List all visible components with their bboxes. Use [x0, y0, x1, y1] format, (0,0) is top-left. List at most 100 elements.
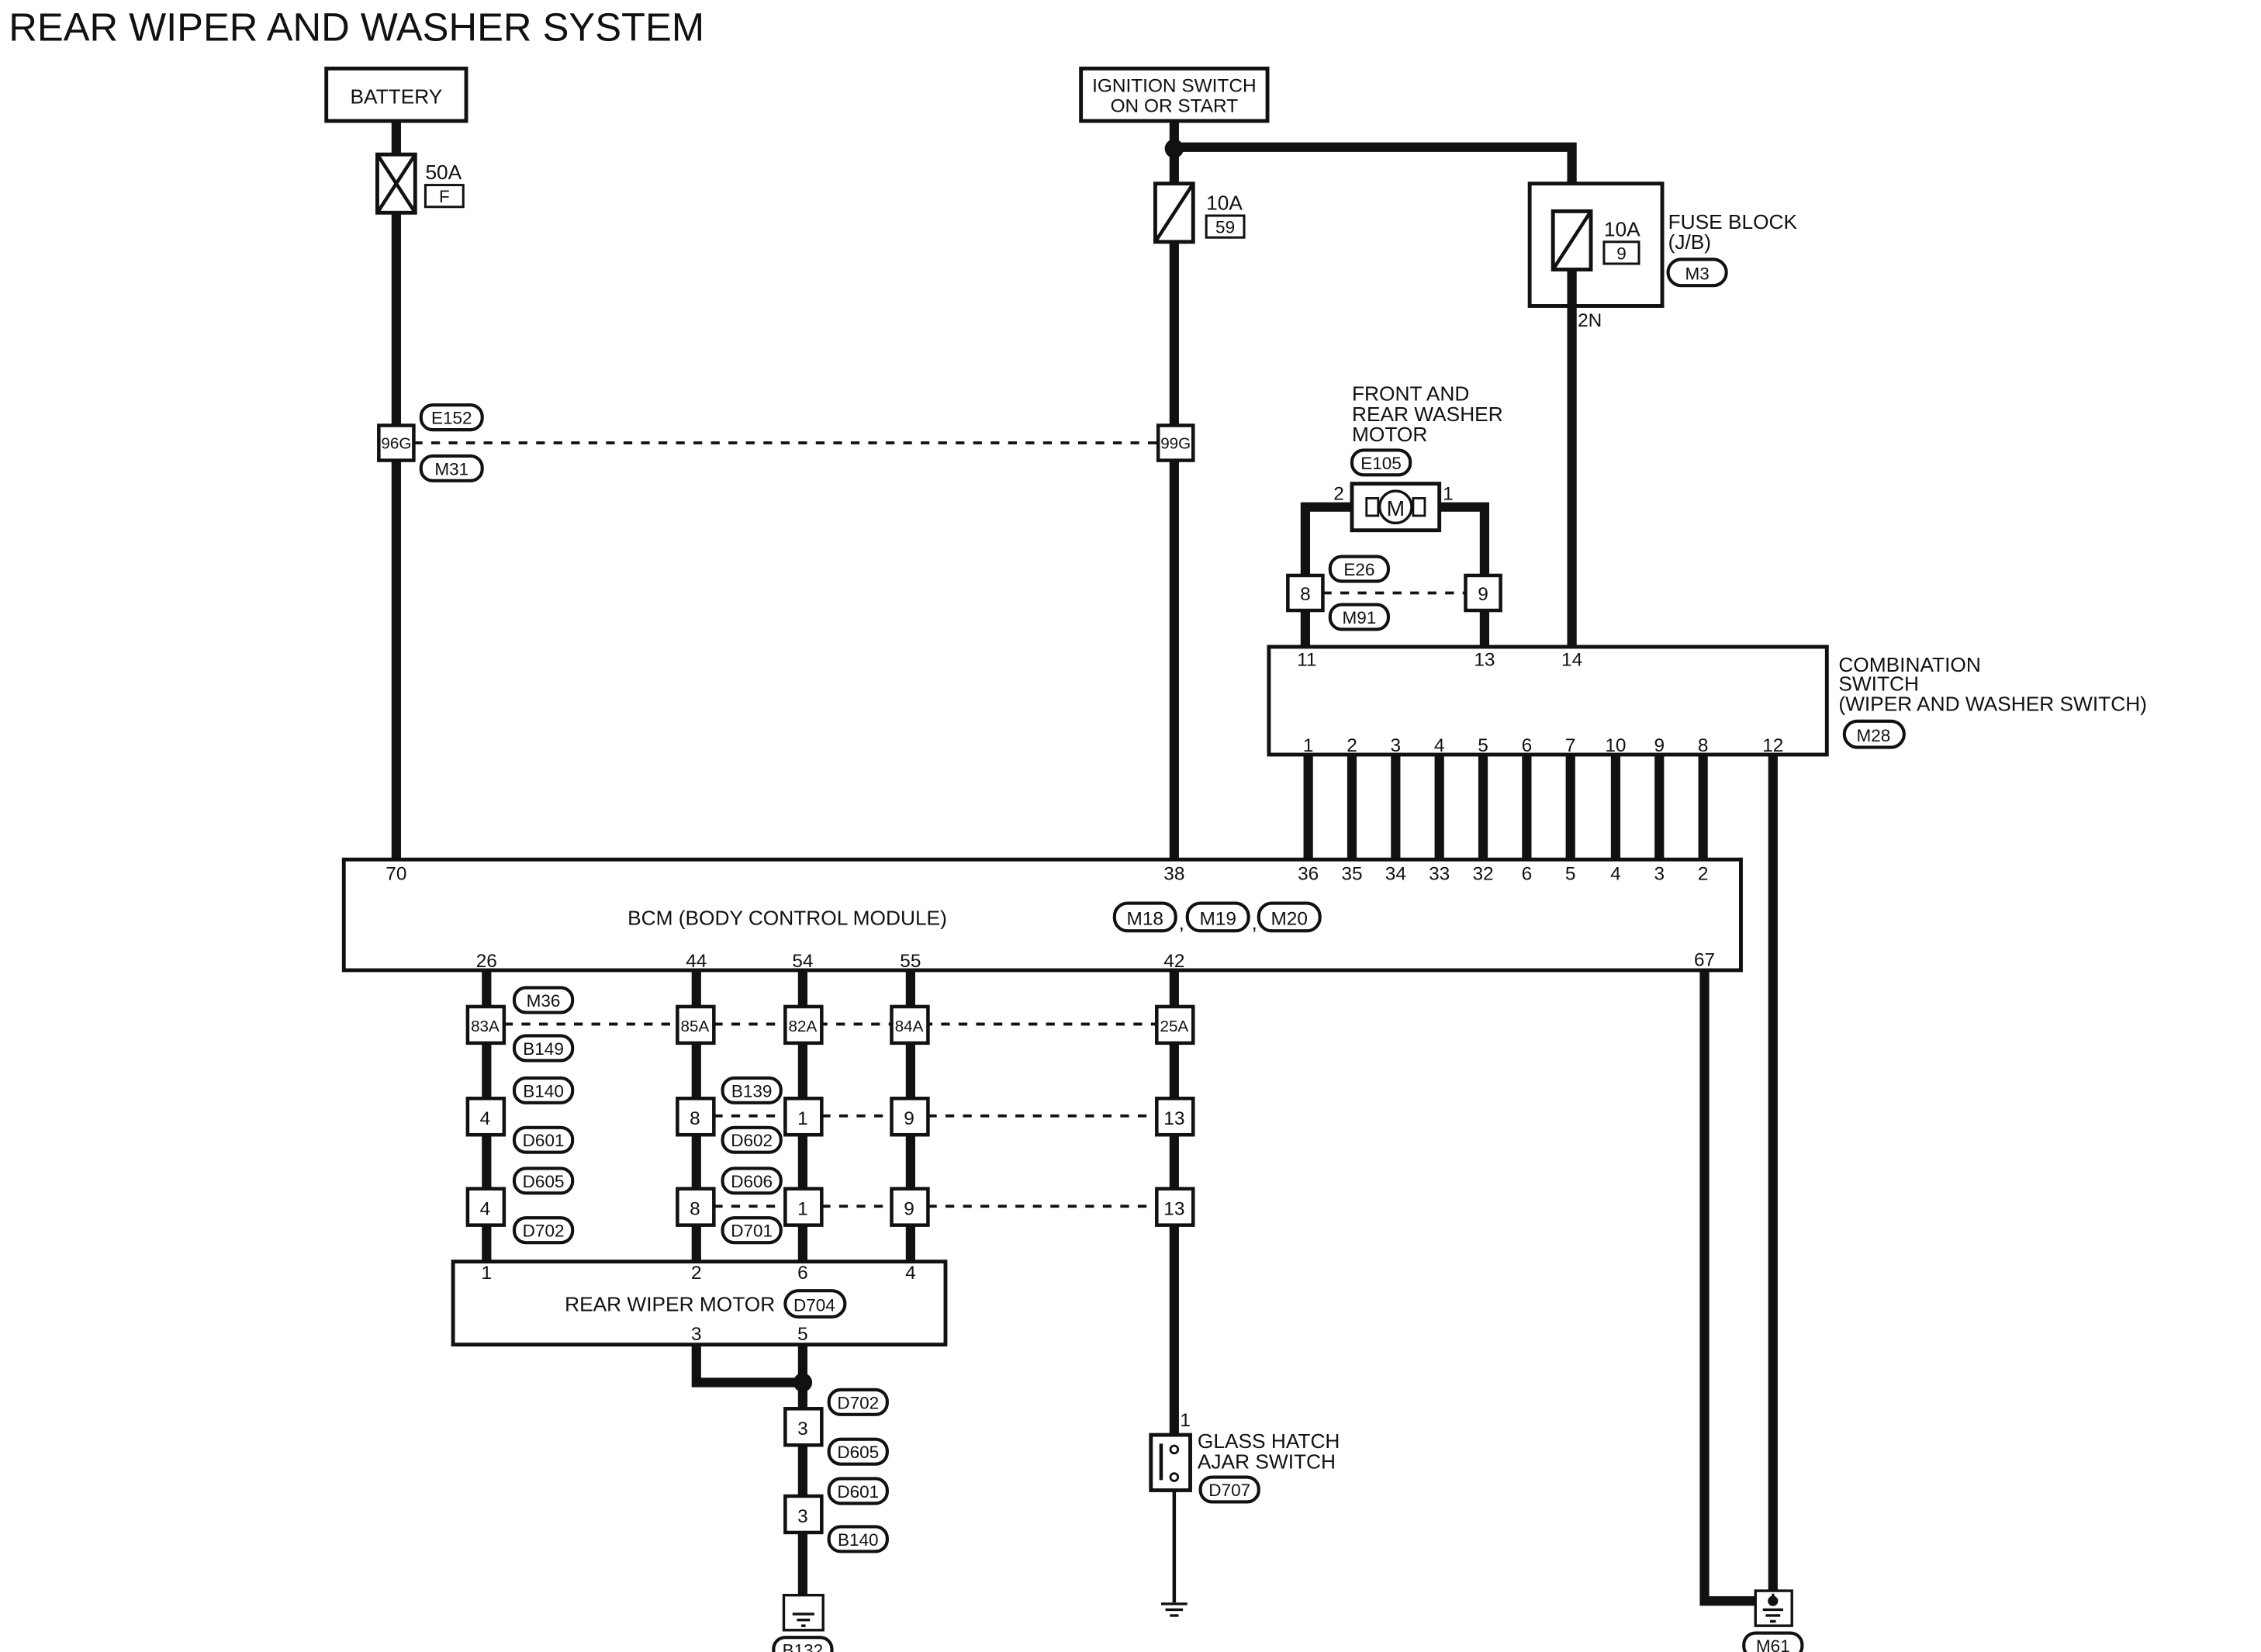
- ground-chain-pin-2: 3: [797, 1506, 808, 1527]
- row-b-pin: 1: [797, 1108, 808, 1129]
- bcm-drop-wires: [482, 969, 1179, 1436]
- switch-bottom-pin: 7: [1565, 735, 1576, 756]
- switch-top-pin-14: 14: [1561, 649, 1582, 670]
- bcm-bottom-pin: 67: [1694, 949, 1715, 970]
- ignition-switch: IGNITION SWITCH ON OR START: [1079, 66, 1270, 123]
- switch-bottom-pin: 2: [1347, 735, 1357, 756]
- ground-symbol: [1160, 1602, 1188, 1617]
- fuse-10a-9-rating: 10A: [1604, 217, 1640, 240]
- switch-bottom-pin: 1: [1303, 735, 1314, 756]
- washer-motor: FRONT AND REAR WASHER MOTOR E105 M 2 1: [1333, 382, 1503, 533]
- fuse-50a-id: F: [439, 187, 450, 206]
- connector-m31: M31: [434, 459, 468, 479]
- switch-bottom-pin: 12: [1762, 735, 1783, 756]
- battery: BATTERY: [324, 66, 468, 123]
- connector-m36: M36: [527, 991, 561, 1011]
- bcm-bottom-pin: 54: [792, 951, 813, 972]
- washer-motor-line1: FRONT AND: [1352, 382, 1469, 406]
- combination-switch-line3: (WIPER AND WASHER SWITCH): [1838, 693, 2147, 716]
- bcm-top-pin: 34: [1385, 863, 1406, 884]
- washer-wire-right: [1439, 502, 1490, 575]
- washer-motor-line2: REAR WASHER: [1352, 403, 1503, 426]
- bcm-bottom-pin: 55: [900, 951, 921, 972]
- connector-d702-ground: D702: [837, 1393, 879, 1412]
- bcm: 70 38 36 35 34 33 32 6 5 4 3 2 BCM (BODY…: [341, 857, 1743, 973]
- rear-wiper-motor: 1 2 6 4 REAR WIPER MOTOR D704 3 5: [451, 1260, 948, 1347]
- row-b-pin: 9: [904, 1108, 914, 1129]
- connector-m19: M19: [1199, 909, 1236, 930]
- connector-m91: M91: [1342, 608, 1376, 627]
- switch-bottom-pin: 5: [1478, 735, 1488, 756]
- page-title: REAR WIPER AND WASHER SYSTEM: [9, 5, 704, 50]
- connector-d606: D606: [731, 1172, 773, 1191]
- row-a-pin: 82A: [789, 1018, 818, 1035]
- fuse-50a: 50A F: [375, 152, 465, 215]
- row-b-pin: 13: [1163, 1108, 1184, 1129]
- rear-wiper-bottom-pin: 3: [691, 1324, 702, 1345]
- row-a-pin: 85A: [681, 1018, 710, 1035]
- row-c-pin: 8: [690, 1198, 700, 1219]
- connector-m61: M61: [1756, 1636, 1790, 1652]
- connector-b140: B140: [523, 1081, 564, 1101]
- washer-motor-pin-2: 2: [1333, 483, 1344, 504]
- connector-m28: M28: [1856, 726, 1890, 745]
- switch-bottom-pin: 3: [1391, 735, 1402, 756]
- rear-wiper-top-pin: 6: [797, 1263, 808, 1284]
- fuse-block-terminal: 2N: [1578, 310, 1602, 331]
- bcm-separator: ,: [1179, 911, 1184, 934]
- glass-hatch-line2: AJAR SWITCH: [1198, 1450, 1336, 1473]
- rear-wiper-bottom-pin: 5: [797, 1324, 808, 1345]
- combination-switch: 11 13 14 1 2 3 4 5 6 7 10 9 8 12 COMBINA…: [1267, 645, 2147, 757]
- connector-d601: D601: [523, 1131, 565, 1150]
- bcm-67-to-ground: [1699, 969, 1756, 1606]
- connector-m3: M3: [1685, 264, 1709, 284]
- row-a-pin: 25A: [1160, 1018, 1188, 1035]
- connector-b139: B139: [731, 1081, 773, 1101]
- bcm-top-pin: 6: [1522, 863, 1533, 884]
- switch-bottom-pin: 10: [1605, 735, 1626, 756]
- fuse-block-line2: (J/B): [1668, 230, 1711, 254]
- switch-top-pin-11: 11: [1297, 649, 1316, 670]
- connector-e26: E26: [1343, 560, 1374, 579]
- bcm-top-pin: 33: [1429, 863, 1450, 884]
- bcm-separator: ,: [1251, 911, 1257, 934]
- connector-d605: D605: [523, 1172, 565, 1191]
- combination-switch-line1: COMBINATION: [1838, 653, 1980, 676]
- glass-hatch-pin: 1: [1180, 1410, 1191, 1431]
- row-c-pin: 1: [797, 1198, 808, 1219]
- bcm-top-pin: 38: [1163, 863, 1184, 884]
- connector-b140-ground: B140: [838, 1530, 879, 1550]
- glass-hatch-line1: GLASS HATCH: [1198, 1429, 1340, 1453]
- washer-joint-pin-9: 9: [1478, 584, 1488, 605]
- connector-m20: M20: [1271, 909, 1307, 930]
- wiper-splice: [793, 1373, 813, 1392]
- connector-d704: D704: [793, 1295, 835, 1315]
- bcm-top-pin: 36: [1298, 863, 1319, 884]
- bcm-bottom-pin: 44: [686, 951, 707, 972]
- switch-top-pin-13: 13: [1474, 649, 1495, 670]
- row-b-connectors: 4 8 1 9 13 B140 D601 B139 D602: [465, 1076, 1195, 1154]
- ground-chain: 3 D702 D605 3 D601 B140 B132: [772, 1388, 889, 1652]
- row-c-pin: 4: [480, 1198, 491, 1219]
- bcm-top-pin: 3: [1654, 863, 1665, 884]
- washer-motor-symbol: M: [1387, 496, 1405, 520]
- connector-d605-ground: D605: [837, 1443, 879, 1462]
- ground-chain-pin-1: 3: [797, 1419, 808, 1439]
- washer-joint: 8 9 E26 M91: [1286, 555, 1502, 631]
- connector-b132: B132: [783, 1641, 824, 1652]
- washer-joint-pin-8: 8: [1300, 584, 1311, 605]
- switch-bottom-pin: 9: [1654, 735, 1665, 756]
- row-b-pin: 8: [690, 1108, 700, 1129]
- ground-m61: M61: [1742, 1589, 1804, 1652]
- joint-96g-pin: 96G: [381, 435, 411, 453]
- connector-d707: D707: [1208, 1481, 1250, 1500]
- switch-bcm-wires: [1303, 754, 1708, 860]
- connector-e105: E105: [1360, 454, 1402, 473]
- fuse-10a-59-rating: 10A: [1206, 192, 1243, 215]
- switch-bottom-pin: 8: [1698, 735, 1709, 756]
- rear-wiper-top-pin: 1: [482, 1263, 493, 1284]
- connector-b149: B149: [523, 1039, 564, 1059]
- bcm-top-pin: 2: [1698, 863, 1709, 884]
- combination-switch-line2: SWITCH: [1838, 672, 1919, 695]
